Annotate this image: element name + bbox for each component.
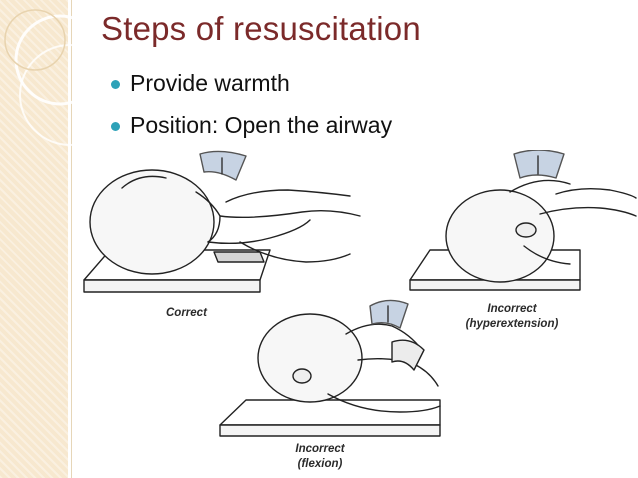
caption-incorrect-hyperextension: Incorrect (hyperextension)	[452, 302, 572, 332]
bullet-marker-icon	[111, 80, 120, 89]
bullet-text: Position: Open the airway	[130, 112, 393, 138]
bullet-list: Provide warmth Position: Open the airway	[108, 70, 392, 154]
bullet-item: Position: Open the airway	[108, 112, 392, 154]
side-band-edge	[68, 0, 71, 478]
caption-correct: Correct	[166, 307, 207, 319]
caption-line: (hyperextension)	[465, 318, 559, 330]
infant-hyperextension-position	[409, 150, 637, 291]
airway-positioning-illustration	[83, 150, 637, 437]
slide-title: Steps of resuscitation	[101, 10, 421, 47]
caption-line: (flexion)	[297, 458, 343, 470]
caption-incorrect-flexion: Incorrect (flexion)	[275, 442, 365, 472]
bullet-item: Provide warmth	[108, 70, 392, 112]
infant-flexion-position	[219, 299, 441, 437]
infant-correct-position	[83, 150, 361, 293]
caption-line: Incorrect	[295, 443, 345, 455]
decorative-circles	[4, 9, 110, 146]
bullet-marker-icon	[111, 122, 120, 131]
bullet-text: Provide warmth	[130, 70, 290, 96]
decorative-side-band	[0, 0, 68, 478]
caption-line: Incorrect	[487, 303, 537, 315]
